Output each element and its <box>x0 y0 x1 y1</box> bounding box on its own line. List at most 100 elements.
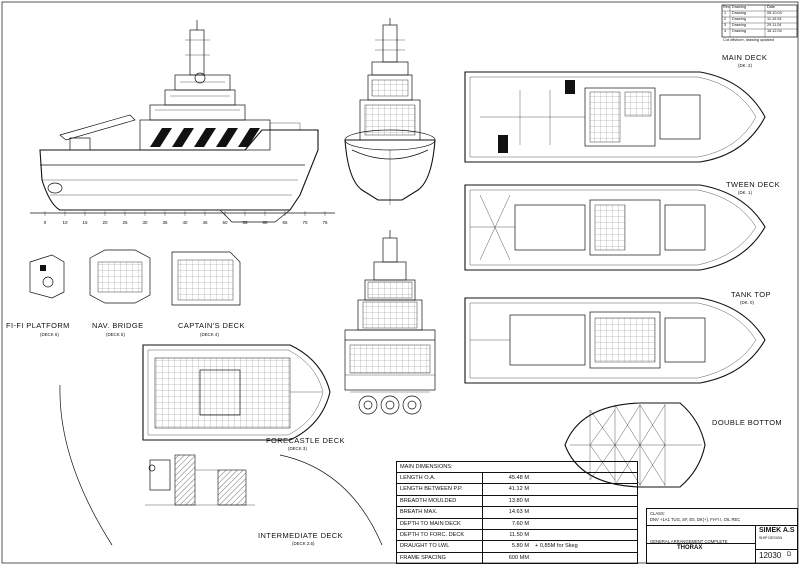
tank-top-plan <box>464 297 766 384</box>
class-notation: DNV +1A1 TUG, SF, E0, DK(+), FI-FI I, OI… <box>650 517 741 522</box>
revision-row-3-drawing: Drawing <box>732 23 746 27</box>
frame-number-label: 55 <box>242 220 248 225</box>
revision-header-rev: Rev. <box>723 5 731 9</box>
revision-row-1-rev: 1 <box>724 11 727 15</box>
dimension-note <box>532 484 535 494</box>
bow-elevation-view <box>344 230 436 415</box>
main-deck-title: MAIN DECK <box>722 53 768 62</box>
revision-row-3-rev: 3 <box>724 23 727 27</box>
dimension-label: BREATH MAX. <box>397 507 483 518</box>
intermediate-deck-plan <box>145 454 255 506</box>
dimension-label: LENGTH BETWEEN P.P. <box>397 484 483 495</box>
fifi-platform-subtitle: (DECK 6) <box>40 332 59 337</box>
dimension-value: 45.48 M <box>508 475 529 481</box>
intermediate-deck-title: INTERMEDIATE DECK <box>258 531 344 540</box>
tween-deck-title: TWEEN DECK <box>726 180 781 189</box>
frame-number-label: 45 <box>202 220 208 225</box>
frame-number-label: 75 <box>322 220 328 225</box>
tween-deck-plan <box>464 184 766 271</box>
intermediate-deck-subtitle: (DECK 2.5) <box>292 541 315 546</box>
drawing-title: GENERAL ARRANGEMENT COMPLETE <box>650 539 728 544</box>
dimension-note <box>532 553 535 563</box>
table-row: DEPTH TO FORC. DECK 11.50 M <box>397 529 637 542</box>
double-bottom-title: DOUBLE BOTTOM <box>712 418 783 427</box>
dimension-label: FRAME SPACING <box>397 552 483 564</box>
nav-bridge-subtitle: (DECK 5) <box>106 332 125 337</box>
frame-number-label: 50 <box>222 220 228 225</box>
dimension-note <box>532 530 535 540</box>
revision-row-1-drawing: Drawing <box>732 11 746 15</box>
stern-elevation-view <box>344 18 436 205</box>
revision-row-2-rev: 2 <box>724 17 727 21</box>
frame-number-label: 25 <box>122 220 128 225</box>
frame-number-label: 30 <box>142 220 148 225</box>
dimension-value: 14.63 M <box>508 509 529 516</box>
nav-bridge-title: NAV. BRIDGE <box>92 321 144 330</box>
construction-arc <box>59 384 113 546</box>
revision-letter: D <box>787 552 792 558</box>
company-subtitle: SHIP DESIGN <box>759 536 783 540</box>
drawing-number: 12030 <box>759 551 782 560</box>
dimension-note <box>532 496 535 506</box>
table-row: LENGTH BETWEEN P.P. 41.12 M <box>397 484 637 496</box>
table-row: DRAUGHT TO LWL 5.80 M + 0,85M for Skeg <box>397 541 637 553</box>
vessel-name: THORAX <box>677 545 703 551</box>
nav-bridge-plan <box>89 249 151 304</box>
tween-deck-subtitle: (DK. 1) <box>738 190 752 195</box>
frame-number-label: 60 <box>262 220 268 225</box>
frame-number-label: 70 <box>302 220 308 225</box>
company-name: SIMEK A.S <box>759 527 795 534</box>
captains-deck-title: CAPTAIN'S DECK <box>178 321 245 330</box>
fifi-platform-plan <box>29 254 65 299</box>
dimension-note <box>532 519 535 529</box>
revision-row-2-drawing: Drawing <box>732 17 746 21</box>
forecastle-deck-plan <box>142 344 331 441</box>
main-dimensions-table: MAIN DIMENSIONS: LENGTH O.A.45.48 M LENG… <box>396 461 638 565</box>
revision-row-2-date: 11.10.04 <box>767 17 782 21</box>
main-deck-plan <box>464 71 766 163</box>
revision-note: Cut offshore, drawing updated <box>723 38 774 42</box>
tank-top-title: TANK TOP <box>731 290 771 299</box>
title-block: CLASS: DNV +1A1 TUG, SF, E0, DK(+), FI-F… <box>646 508 798 564</box>
dimension-note <box>532 507 535 517</box>
revision-block <box>721 4 798 38</box>
dimension-note: + 0,85M for Skeg <box>535 543 578 550</box>
forecastle-deck-subtitle: (DECK 3) <box>288 446 307 451</box>
frame-number-label: 20 <box>102 220 108 225</box>
revision-header-drawing: Drawing <box>732 5 746 9</box>
class-label: CLASS: <box>650 511 665 516</box>
forecastle-deck-title: FORECASTLE DECK <box>266 436 345 445</box>
dimension-value: 11.50 M <box>509 531 529 538</box>
dimension-label: DEPTH TO FORC. DECK <box>397 529 483 541</box>
dimension-value: 41.12 M <box>508 486 529 493</box>
table-row: FRAME SPACING 600 MM <box>397 552 637 564</box>
frame-number-label: 15 <box>82 220 88 225</box>
revision-row-4-date: 16.12.04 <box>767 29 782 33</box>
main-deck-subtitle: (DK. 2) <box>738 63 752 68</box>
dimension-label: DRAUGHT TO LWL <box>397 541 483 552</box>
table-row: LENGTH O.A.45.48 M <box>397 473 637 485</box>
table-row: BREATH MAX. 14.63 M <box>397 507 637 519</box>
frame-number-label: 0 <box>44 220 47 225</box>
frame-number-label: 65 <box>282 220 288 225</box>
dimension-note <box>532 473 535 483</box>
revision-row-4-drawing: Drawing <box>732 29 746 33</box>
frame-number-label: 40 <box>182 220 188 225</box>
revision-row-1-date: 05.10.04 <box>767 11 782 15</box>
dimension-label: DEPTH TO MAIN DECK <box>397 518 483 529</box>
double-bottom-plan <box>564 402 706 488</box>
main-dimensions-title: MAIN DIMENSIONS: <box>397 462 637 473</box>
dimension-value: 5.80 M <box>511 543 529 550</box>
tank-top-subtitle: (DK. 0) <box>740 300 754 305</box>
revision-row-4-rev: 4 <box>724 29 727 33</box>
frame-number-label: 10 <box>62 220 68 225</box>
revision-header-date: Date <box>767 5 776 9</box>
dimension-value: 600 MM <box>508 554 529 561</box>
construction-arc-2 <box>279 454 383 546</box>
